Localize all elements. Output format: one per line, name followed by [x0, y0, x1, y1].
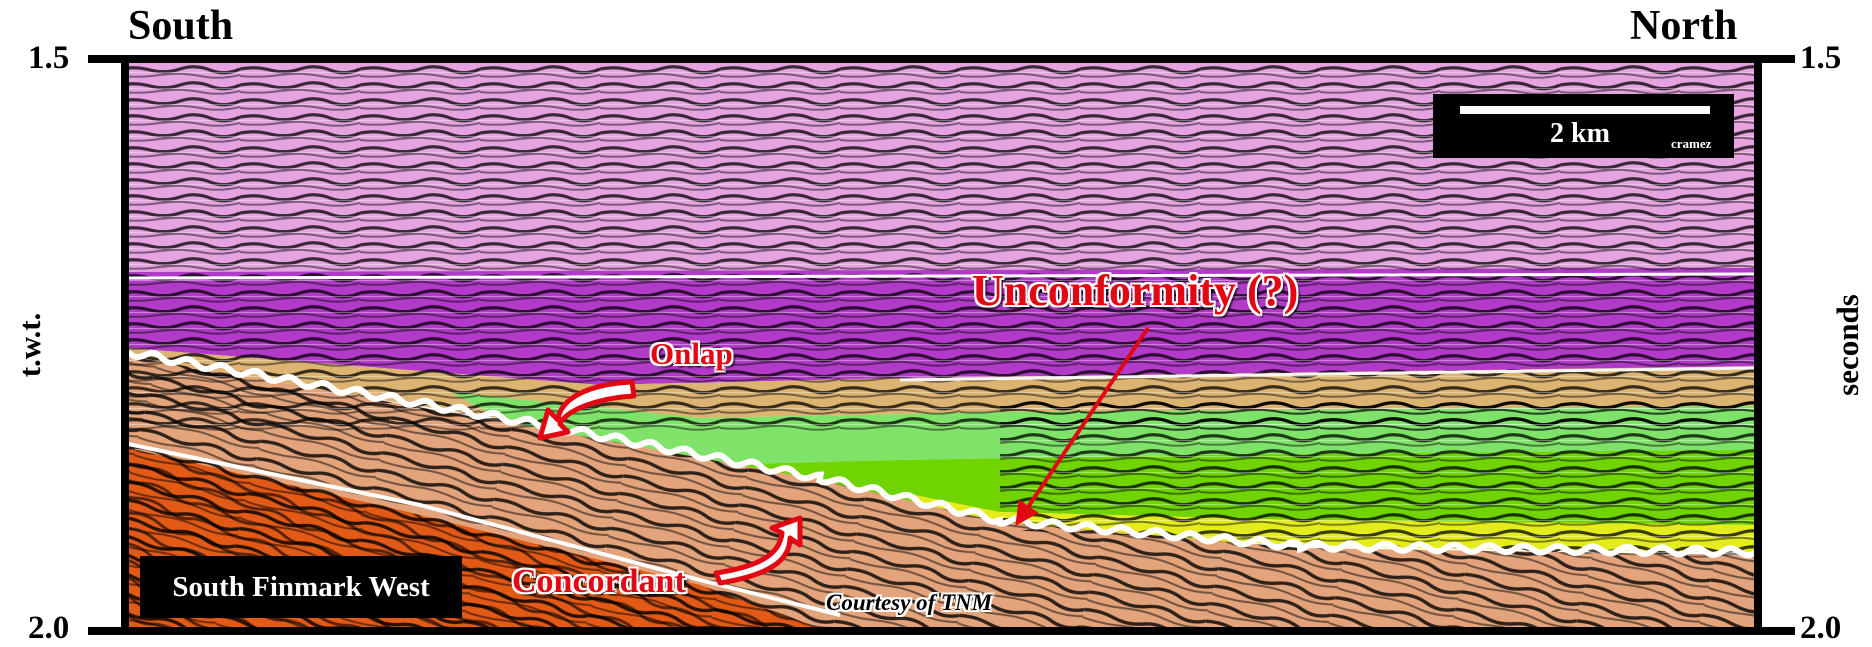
concordant-label: Concordant: [512, 563, 686, 601]
direction-south-label: South: [128, 2, 233, 50]
onlap-label: Onlap: [650, 336, 733, 372]
time-tick-top-right: 1.5: [1800, 40, 1841, 77]
time-tick-bottom-left: 2.0: [28, 610, 69, 647]
axis-title-right: seconds: [1830, 294, 1866, 396]
time-tick-top-left: 1.5: [28, 40, 69, 77]
author-label: cramez: [1671, 136, 1711, 152]
time-tick-bottom-right: 2.0: [1800, 610, 1841, 647]
credit-label: Courtesy of TNM: [826, 590, 992, 616]
axis-title-left: t.w.t.: [12, 313, 48, 378]
scale-bar-box: 2 km cramez: [1433, 94, 1734, 158]
direction-north-label: North: [1630, 2, 1737, 50]
unconformity-label: Unconformity (?): [972, 265, 1298, 316]
scale-bar-label: 2 km: [1550, 118, 1610, 150]
scale-bar: [1460, 106, 1710, 114]
location-box: South Finmark West: [140, 556, 462, 618]
location-label: South Finmark West: [172, 571, 429, 604]
